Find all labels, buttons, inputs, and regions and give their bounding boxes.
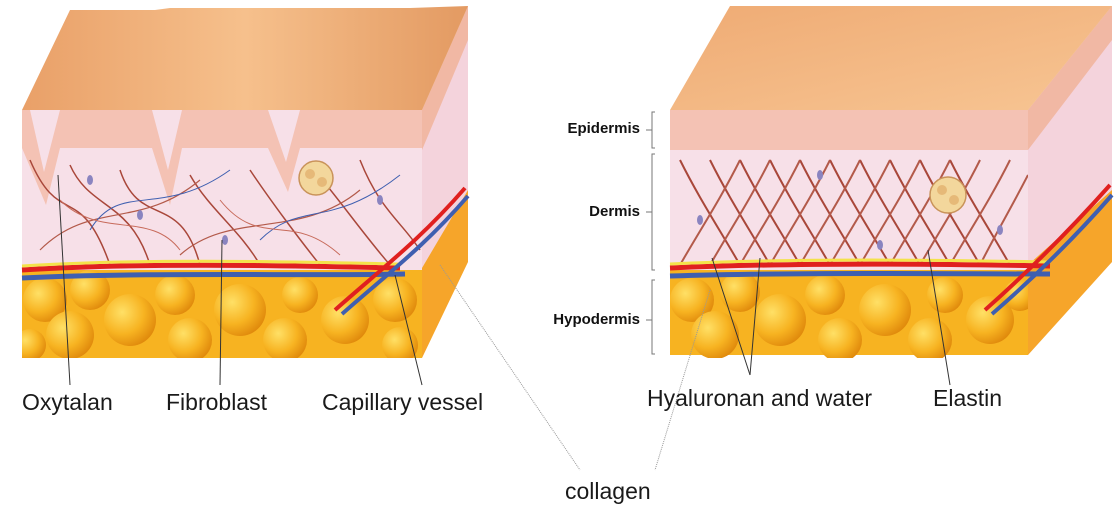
left-fibroblast-cell [299, 161, 333, 195]
epidermis-label: Epidermis [510, 120, 640, 137]
fibroblast-label: Fibroblast [166, 389, 267, 416]
hypodermis-label: Hypodermis [510, 311, 640, 328]
dermis-label: Dermis [510, 203, 640, 220]
hypodermis-bracket [646, 280, 655, 354]
right-vein [670, 274, 1050, 277]
layer-brackets [646, 112, 655, 354]
hyaluronan-water-label: Hyaluronan and water [647, 385, 872, 412]
epidermis-bracket [646, 112, 655, 148]
collagen-label: collagen [565, 478, 651, 505]
young-skin-block [670, 6, 1112, 362]
aged-skin-block [14, 6, 468, 363]
collagen-leader-left [440, 265, 580, 470]
right-epidermis [670, 110, 1028, 150]
elastin-label: Elastin [933, 385, 1002, 412]
oxytalan-label: Oxytalan [22, 389, 113, 416]
capillary-vessel-label: Capillary vessel [322, 389, 483, 416]
right-fibroblast-cell [930, 177, 966, 213]
dermis-bracket [646, 154, 655, 270]
